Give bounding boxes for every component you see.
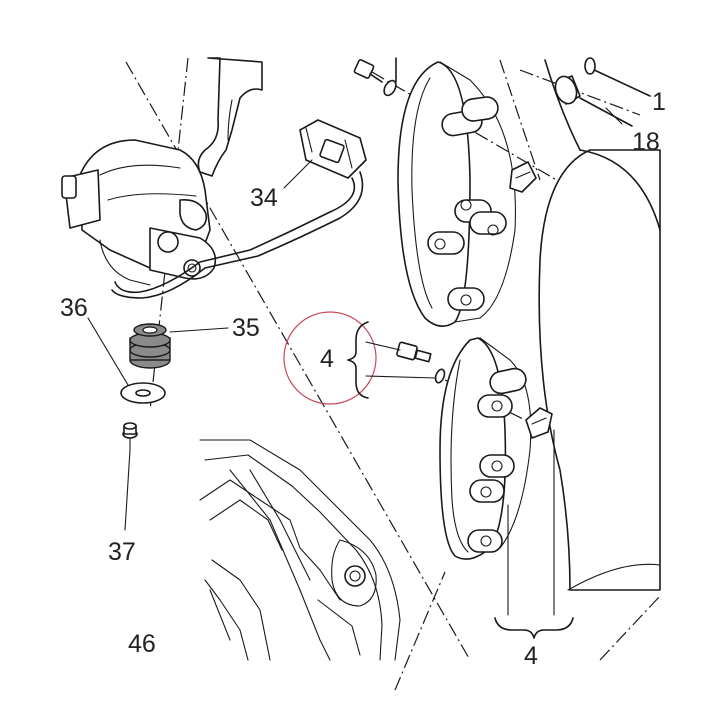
connector-34 [299,119,367,179]
label-4-center: 4 [320,345,334,373]
callout-4-bottom-brace [494,429,574,639]
retainer-clip-18 [554,57,651,127]
label-36: 36 [60,294,88,322]
grommet-35 [129,323,171,369]
mounting-bracket [197,57,263,177]
screw-37 [122,422,138,451]
upper-clip [509,161,537,193]
callout-labels: 4 4 18 1 34 35 36 37 46 [60,88,666,670]
actuator-motor [61,139,217,286]
wire-harness [111,171,364,299]
upper-bolt [353,57,397,97]
leader-lines [87,107,623,531]
housing-shell [538,59,661,591]
label-46: 46 [128,630,156,658]
lower-clip [525,407,553,439]
lower-cover-plate [439,337,532,560]
washer-36 [120,382,166,404]
frame-46 [199,439,401,661]
label-34: 34 [250,184,278,212]
label-1: 1 [652,88,666,116]
label-35: 35 [232,314,260,342]
label-18: 18 [632,128,660,156]
callout-4-highlight [283,311,437,405]
label-4-bottom: 4 [524,642,538,670]
bolt-4 [396,341,432,363]
washer-4 [434,368,446,384]
label-37: 37 [108,538,136,566]
upper-cover-plate [397,61,516,327]
